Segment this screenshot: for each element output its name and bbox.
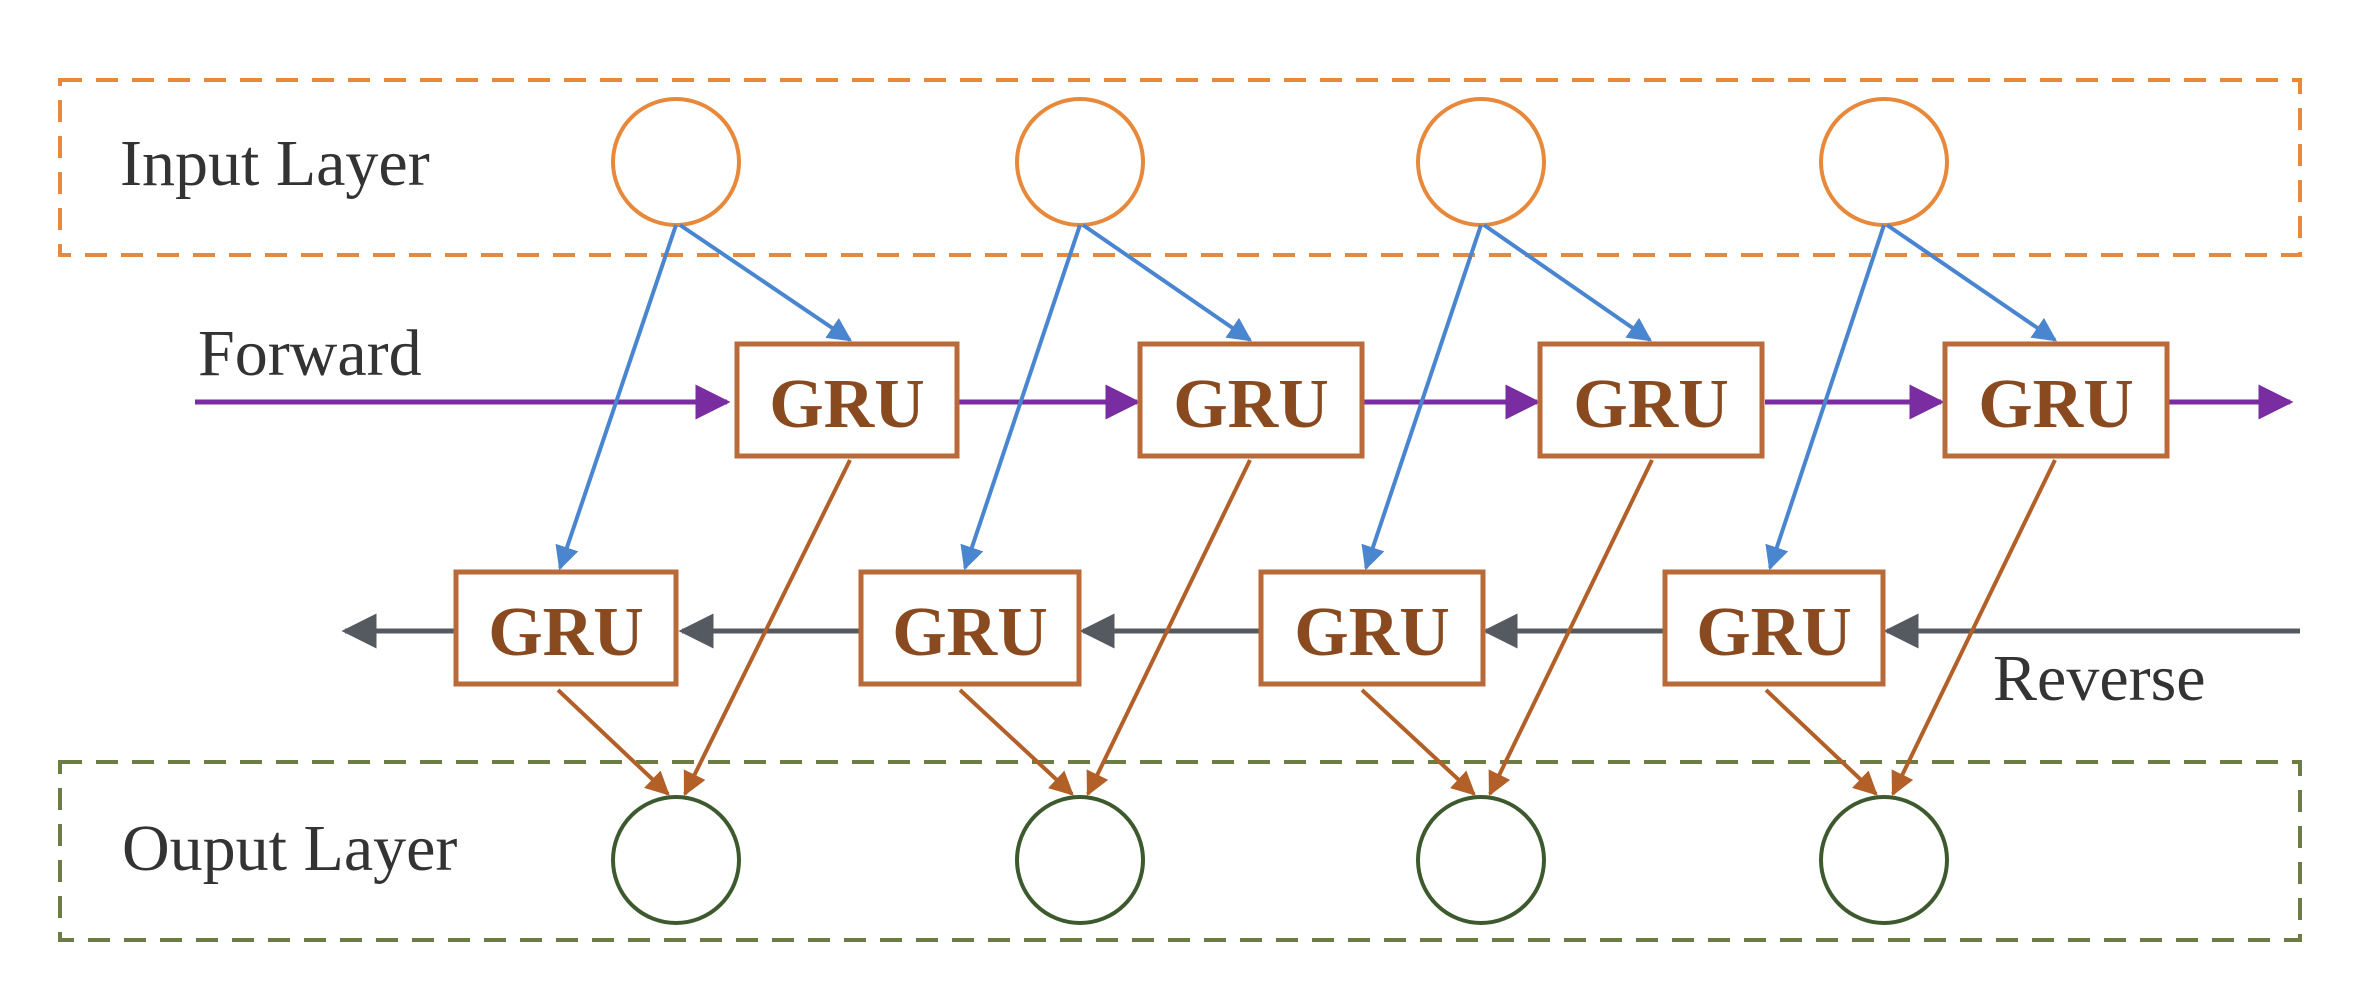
forward-gru-label: GRU (769, 366, 925, 443)
input-node (1015, 97, 1145, 227)
forward-to-output-arrow (1891, 459, 2057, 797)
input-to-reverse-arrow (1765, 224, 1886, 571)
output-node (1416, 795, 1546, 925)
forward-gru-cell: GRU (734, 341, 960, 459)
output-layer-box (58, 760, 2302, 942)
input-to-forward-arrow (1081, 223, 1252, 342)
input-node (1416, 97, 1546, 227)
input-node (1819, 97, 1949, 227)
forward-label: Forward (198, 317, 422, 390)
reverse-gru-cell: GRU (1662, 569, 1886, 687)
forward-gru-label: GRU (1173, 366, 1329, 443)
output-node (611, 795, 741, 925)
forward-gru-label: GRU (1573, 366, 1729, 443)
reverse-gru-cell: GRU (858, 569, 1082, 687)
input-layer-label: Input Layer (120, 127, 430, 200)
input-to-reverse-arrow (960, 224, 1082, 571)
forward-gru-label: GRU (1978, 366, 2134, 443)
reverse-label: Reverse (1993, 642, 2206, 715)
forward-to-output-arrow (1488, 459, 1654, 797)
input-to-reverse-arrow (1361, 224, 1483, 571)
input-node (611, 97, 741, 227)
reverse-gru-cell: GRU (1258, 569, 1486, 687)
reverse-to-output-arrow (1360, 688, 1476, 796)
reverse-gru-label: GRU (1294, 594, 1450, 671)
output-node (1015, 795, 1145, 925)
reverse-to-output-arrow (1764, 688, 1878, 796)
forward-to-output-arrow (1086, 459, 1252, 797)
forward-gru-cell: GRU (1537, 341, 1765, 459)
input-to-forward-arrow (678, 223, 852, 342)
reverse-gru-cell: GRU (453, 569, 679, 687)
reverse-to-output-arrow (958, 688, 1074, 796)
reverse-gru-label: GRU (1696, 594, 1852, 671)
reverse-to-output-arrow (556, 688, 670, 796)
input-to-forward-arrow (1885, 223, 2057, 342)
input-to-forward-arrow (1482, 223, 1652, 342)
reverse-gru-label: GRU (892, 594, 1048, 671)
input-layer-box (58, 78, 2302, 257)
forward-gru-cell: GRU (1942, 341, 2170, 459)
output-node (1819, 795, 1949, 925)
input-to-reverse-arrow (555, 224, 678, 571)
forward-to-output-arrow (683, 459, 852, 797)
reverse-gru-label: GRU (488, 594, 644, 671)
output-layer-label: Ouput Layer (122, 812, 457, 885)
forward-gru-cell: GRU (1137, 341, 1365, 459)
